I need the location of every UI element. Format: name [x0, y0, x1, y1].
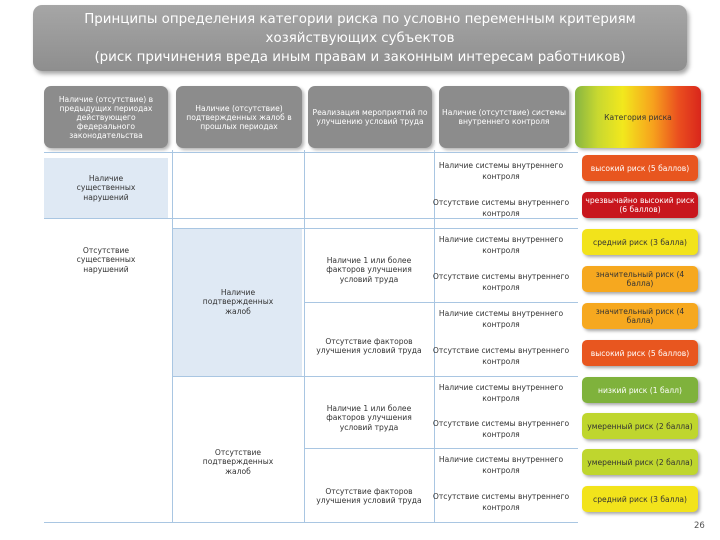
- header-violations: Наличие (отсутствие) в предыдущих период…: [44, 86, 168, 148]
- control-label: Наличие системы внутреннего контроля: [438, 161, 564, 181]
- risk-badge: значительный риск (4 балла): [582, 303, 698, 329]
- control-label: Наличие системы внутреннего контроля: [438, 383, 564, 403]
- title-line-2: хозяйствующих субъектов: [265, 30, 455, 46]
- risk-badge: умеренный риск (2 балла): [582, 449, 698, 475]
- control-label: Отсутствие системы внутреннего контроля: [432, 346, 570, 366]
- grid-line: [304, 302, 578, 303]
- risk-badge: низкий риск (1 балл): [582, 377, 698, 403]
- band-violations-present: [44, 158, 168, 218]
- control-label: Отсутствие системы внутреннего контроля: [432, 272, 570, 292]
- page-title: Принципы определения категории риска по …: [33, 5, 687, 71]
- risk-badge: значительный риск (4 балла): [582, 266, 698, 292]
- complaints-present-label: Наличие подтвержденных жалоб: [202, 287, 274, 316]
- control-label: Отсутствие системы внутреннего контроля: [432, 198, 570, 218]
- control-label: Отсутствие системы внутреннего контроля: [432, 419, 570, 439]
- control-label: Наличие системы внутреннего контроля: [438, 235, 564, 255]
- violations-present-label: Наличие существенных нарушений: [76, 173, 136, 202]
- grid-line: [172, 228, 578, 229]
- complaints-absent-label: Отсутствие подтвержденных жалоб: [202, 447, 274, 476]
- risk-badge: высокий риск (5 баллов): [582, 155, 698, 181]
- violations-absent-label: Отсутствие существенных нарушений: [76, 245, 136, 274]
- header-complaints: Наличие (отсутствие) подтвержденных жало…: [176, 86, 302, 148]
- grid-line: [44, 218, 578, 219]
- grid-line: [172, 150, 173, 522]
- grid-line: [172, 376, 578, 377]
- risk-badge: умеренный риск (2 балла): [582, 413, 698, 439]
- band-complaints-present: [172, 228, 302, 376]
- title-line-1: Принципы определения категории риска по …: [84, 11, 636, 27]
- grid-line: [44, 152, 578, 153]
- header-measures: Реализация мероприятий по улучшению усло…: [308, 86, 432, 148]
- measures-g2-present-label: Наличие 1 или более факторов улучшения у…: [326, 403, 412, 432]
- page-number: 26: [694, 521, 705, 531]
- measures-g2-absent-label: Отсутствие факторов улучшения условий тр…: [316, 486, 422, 506]
- risk-badge: чрезвычайно высокий риск (6 баллов): [582, 192, 698, 218]
- grid-line: [304, 448, 578, 449]
- grid-line: [434, 150, 435, 522]
- measures-g1-absent-label: Отсутствие факторов улучшения условий тр…: [316, 336, 422, 356]
- risk-badge: высокий риск (5 баллов): [582, 340, 698, 366]
- control-label: Отсутствие системы внутреннего контроля: [432, 492, 570, 512]
- control-label: Наличие системы внутреннего контроля: [438, 455, 564, 475]
- title-line-3: (риск причинения вреда иным правам и зак…: [94, 49, 626, 65]
- header-control: Наличие (отсутствие) системы внутреннего…: [439, 86, 569, 148]
- header-risk-category: Категория риска: [575, 86, 701, 148]
- measures-g1-present-label: Наличие 1 или более факторов улучшения у…: [326, 255, 412, 284]
- grid-line: [304, 150, 305, 522]
- risk-badge: средний риск (3 балла): [582, 486, 698, 512]
- risk-badge: средний риск (3 балла): [582, 229, 698, 255]
- grid-line: [44, 522, 578, 523]
- control-label: Наличие системы внутреннего контроля: [438, 309, 564, 329]
